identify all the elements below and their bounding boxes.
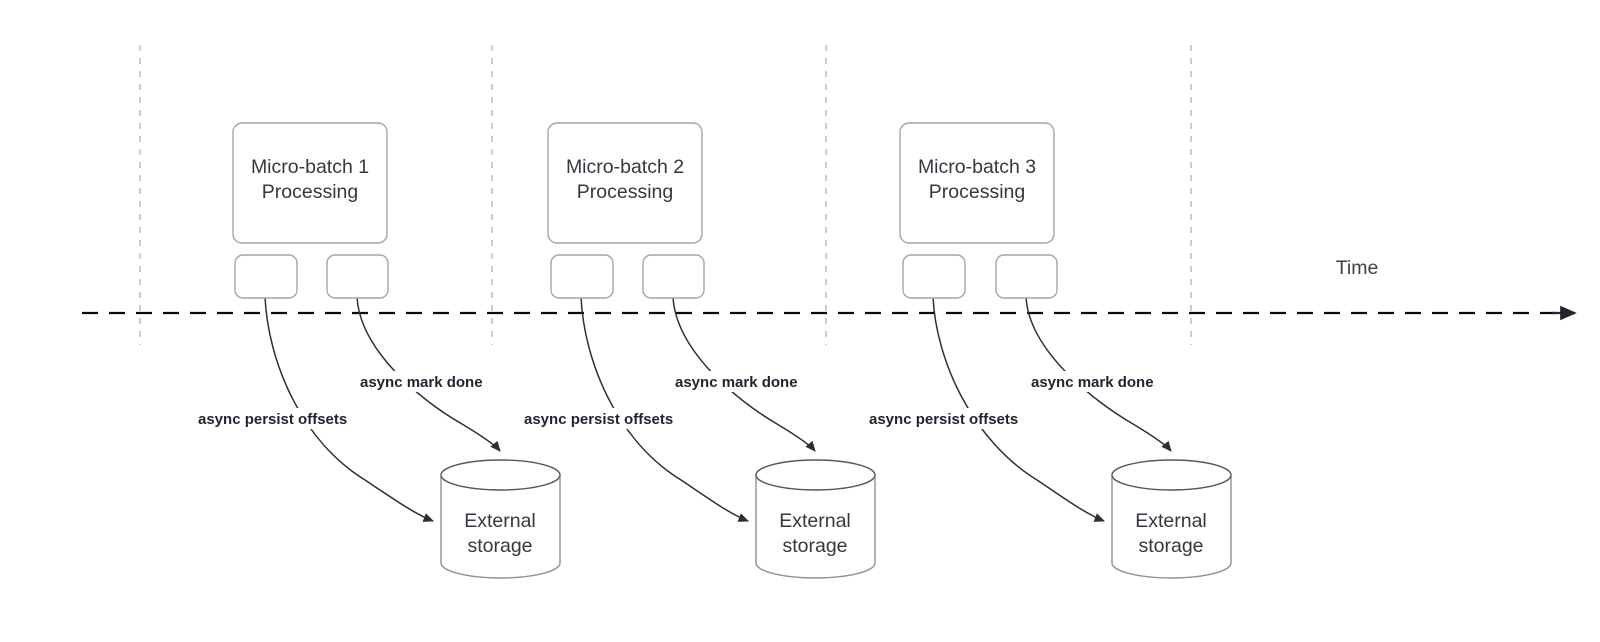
time-axis: Time xyxy=(82,257,1577,321)
external-storage-3-body[interactable] xyxy=(1111,475,1232,579)
micro-batch-2-box[interactable]: Micro-batch 2 Processing xyxy=(547,122,703,244)
task-box-mark-2[interactable] xyxy=(642,254,705,299)
micro-batch-1-rect[interactable] xyxy=(232,122,388,244)
external-storage-3-label-line1: External xyxy=(1135,510,1207,532)
task-box-persist-2[interactable] xyxy=(550,254,614,299)
label-mask xyxy=(1028,371,1173,392)
external-storage-1-label-line2: storage xyxy=(467,535,532,557)
task-box-persist-3[interactable] xyxy=(902,254,966,299)
separator-lines xyxy=(139,45,1192,345)
persist-offsets-arrow-2 xyxy=(580,296,749,522)
mark-done-label-1: async mark done xyxy=(357,371,502,392)
mark-done-label-3: async mark done xyxy=(1028,371,1173,392)
micro-batch-group-3: Micro-batch 3 Processing External storag… xyxy=(866,122,1232,579)
external-storage-1-label-line1: External xyxy=(464,510,536,532)
mark-done-arrow-2 xyxy=(672,296,816,452)
micro-batch-3-box[interactable]: Micro-batch 3 Processing xyxy=(899,122,1055,244)
micro-batch-3-rect[interactable] xyxy=(899,122,1055,244)
external-storage-1[interactable]: External storage xyxy=(440,459,561,579)
persist-offsets-label-text-3: async persist offsets xyxy=(869,411,1018,428)
micro-batch-group-2: Micro-batch 2 Processing External storag… xyxy=(521,122,876,579)
task-box-persist-1[interactable] xyxy=(234,254,298,299)
micro-batch-1-label-line2: Processing xyxy=(262,181,358,203)
task-box-mark-3[interactable] xyxy=(995,254,1058,299)
micro-batch-3-label-line1: Micro-batch 3 xyxy=(918,156,1036,178)
micro-batch-3-label-line2: Processing xyxy=(929,181,1025,203)
micro-batch-1-box[interactable]: Micro-batch 1 Processing xyxy=(232,122,388,244)
micro-batch-2-label-line1: Micro-batch 2 xyxy=(566,156,684,178)
mark-done-label-text-1: async mark done xyxy=(360,374,483,391)
micro-batch-2-task-boxes xyxy=(550,254,705,299)
mark-done-arrow-3 xyxy=(1025,296,1172,452)
persist-offsets-label-3: async persist offsets xyxy=(866,408,1044,429)
external-storage-2-label-line1: External xyxy=(779,510,851,532)
external-storage-2-body[interactable] xyxy=(755,475,876,579)
external-storage-2-top[interactable] xyxy=(755,459,876,491)
time-axis-label: Time xyxy=(1336,257,1379,279)
mark-done-arrow-1 xyxy=(356,296,501,452)
external-storage-3-label-line2: storage xyxy=(1138,535,1203,557)
external-storage-1-top[interactable] xyxy=(440,459,561,491)
mark-done-label-text-2: async mark done xyxy=(675,374,798,391)
micro-batch-1-label-line1: Micro-batch 1 xyxy=(251,156,369,178)
micro-batch-group-1: Micro-batch 1 Processing External storag… xyxy=(195,122,561,579)
mark-done-label-text-3: async mark done xyxy=(1031,374,1154,391)
label-mask xyxy=(521,408,699,429)
persist-offsets-arrow-3 xyxy=(932,296,1105,522)
external-storage-1-body[interactable] xyxy=(440,475,561,579)
micro-batch-2-label-line2: Processing xyxy=(577,181,673,203)
task-box-mark-1[interactable] xyxy=(326,254,389,299)
micro-batch-3-task-boxes xyxy=(902,254,1058,299)
persist-offsets-label-text-1: async persist offsets xyxy=(198,411,347,428)
label-mask xyxy=(672,371,817,392)
label-mask xyxy=(866,408,1044,429)
label-mask xyxy=(195,408,373,429)
persist-offsets-label-2: async persist offsets xyxy=(521,408,699,429)
external-storage-2-label-line2: storage xyxy=(782,535,847,557)
persist-offsets-label-1: async persist offsets xyxy=(195,408,373,429)
persist-offsets-label-text-2: async persist offsets xyxy=(524,411,673,428)
label-mask xyxy=(357,371,502,392)
external-storage-3-top[interactable] xyxy=(1111,459,1232,491)
micro-batch-2-rect[interactable] xyxy=(547,122,703,244)
external-storage-3[interactable]: External storage xyxy=(1111,459,1232,579)
external-storage-2[interactable]: External storage xyxy=(755,459,876,579)
persist-offsets-arrow-1 xyxy=(264,296,434,522)
mark-done-label-2: async mark done xyxy=(672,371,817,392)
micro-batch-1-task-boxes xyxy=(234,254,389,299)
